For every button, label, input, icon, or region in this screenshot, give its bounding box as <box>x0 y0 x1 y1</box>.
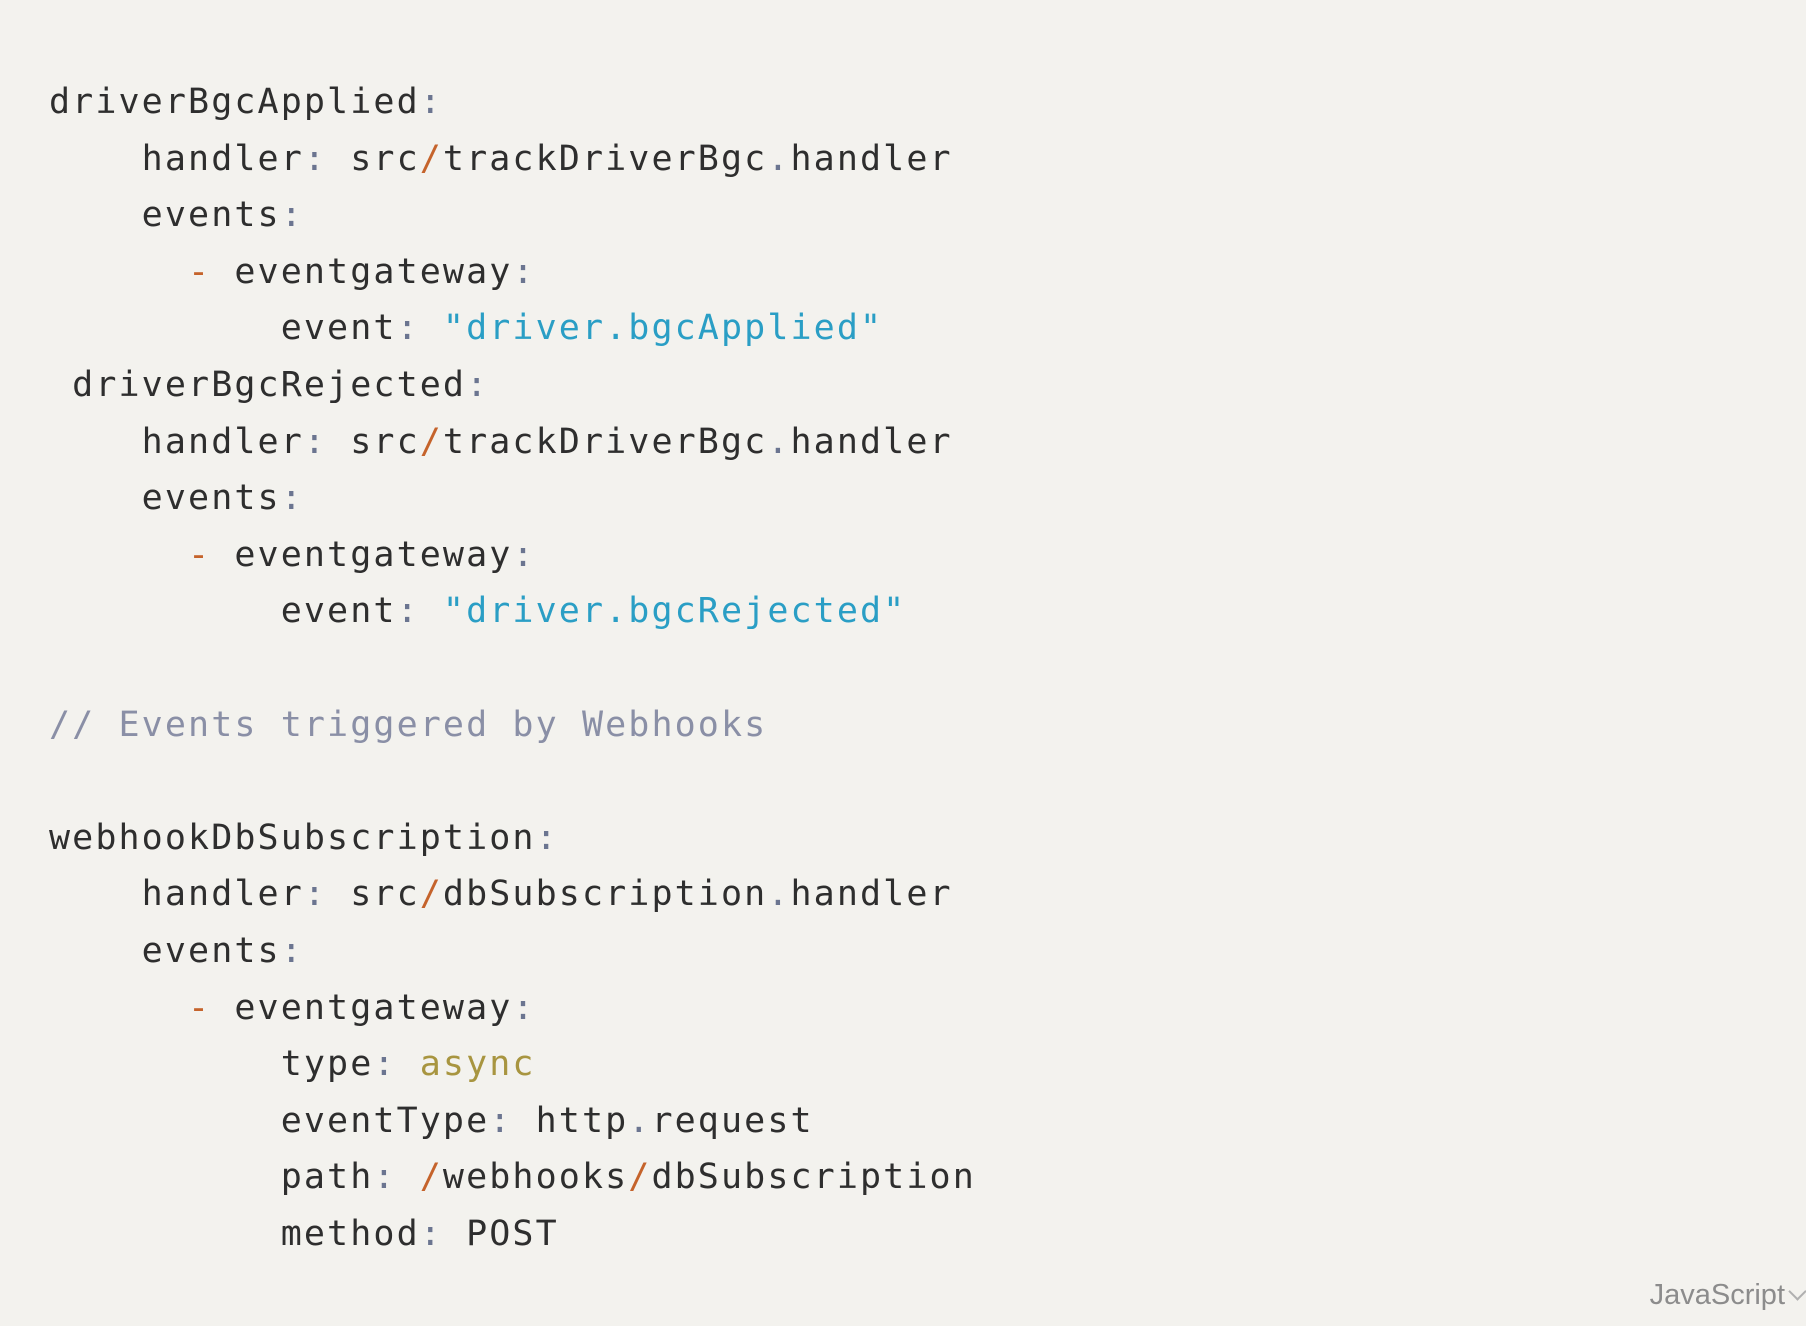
code-token <box>420 591 443 631</box>
code-token: handler <box>49 421 304 462</box>
punctuation-token: : <box>303 138 328 179</box>
code-token: path <box>49 1157 374 1198</box>
operator-token: - <box>188 251 212 292</box>
punctuation-token: . <box>767 874 791 915</box>
operator-token: / <box>419 421 443 462</box>
code-token: src <box>327 874 420 915</box>
code-line: eventType: http.request <box>49 1093 976 1150</box>
code-line: // Events triggered by Webhooks <box>49 697 976 754</box>
punctuation-token: : <box>373 1157 397 1198</box>
punctuation-token: : <box>396 591 420 632</box>
punctuation-token: : <box>419 82 443 122</box>
code-line: event: "driver.bgcRejected" <box>49 583 976 640</box>
code-line <box>49 753 976 810</box>
code-token: handler <box>790 421 953 462</box>
code-token: POST <box>442 1213 559 1254</box>
string-token: "driver.bgcRejected" <box>442 591 907 632</box>
operator-token: / <box>628 1157 652 1198</box>
code-token: handler <box>49 138 304 179</box>
punctuation-token: . <box>767 138 791 179</box>
code-line: events: <box>49 923 976 980</box>
code-token: webhooks <box>442 1157 629 1198</box>
punctuation-token: : <box>396 308 420 349</box>
code-line: events: <box>49 470 976 527</box>
code-token: events <box>49 195 281 236</box>
code-token <box>397 1044 420 1084</box>
code-token: http <box>512 1100 629 1141</box>
operator-token: / <box>419 1157 443 1198</box>
code-line: - eventgateway: <box>49 244 976 301</box>
chevron-down-icon <box>1788 1282 1806 1301</box>
code-token: eventgateway <box>211 987 513 1028</box>
code-token: trackDriverBgc <box>442 421 768 462</box>
code-line: method: POST <box>49 1206 976 1263</box>
code-token: eventgateway <box>211 534 513 575</box>
punctuation-token: : <box>512 987 536 1028</box>
code-line: path: /webhooks/dbSubscription <box>49 1149 976 1206</box>
code-line: webhookDbSubscription: <box>49 810 976 867</box>
code-token: method <box>49 1213 420 1254</box>
code-token: dbSubscription <box>442 874 768 915</box>
operator-token: / <box>419 138 443 179</box>
language-selector[interactable]: JavaScript <box>1650 1279 1806 1312</box>
code-line: - eventgateway: <box>49 980 976 1037</box>
language-label: JavaScript <box>1649 1279 1785 1311</box>
code-token <box>420 308 443 348</box>
code-content[interactable]: driverBgcApplied: handler: src/trackDriv… <box>49 74 976 1262</box>
code-token <box>49 535 188 575</box>
code-token: driverBgcRejected <box>49 364 467 405</box>
code-token: trackDriverBgc <box>442 138 768 179</box>
code-token: eventgateway <box>211 251 513 292</box>
code-token: eventType <box>49 1100 490 1141</box>
code-token: request <box>651 1100 814 1141</box>
code-line: driverBgcApplied: <box>49 74 976 131</box>
punctuation-token: : <box>303 421 328 462</box>
code-line: handler: src/trackDriverBgc.handler <box>49 131 976 188</box>
code-token: driverBgcApplied <box>49 82 420 122</box>
punctuation-token: : <box>466 364 490 405</box>
code-token: webhookDbSubscription <box>49 817 536 858</box>
keyword-token: async <box>419 1044 536 1085</box>
string-token: "driver.bgcApplied" <box>442 308 884 349</box>
comment-token: // Events triggered by Webhooks <box>49 704 768 745</box>
punctuation-token: : <box>512 251 536 292</box>
code-line: - eventgateway: <box>49 527 976 584</box>
punctuation-token: : <box>512 534 536 575</box>
code-line: handler: src/dbSubscription.handler <box>49 866 976 923</box>
code-token: event <box>49 308 397 349</box>
punctuation-token: : <box>303 874 328 915</box>
punctuation-token: : <box>419 1213 443 1254</box>
punctuation-token: : <box>280 478 304 519</box>
code-line <box>49 640 976 697</box>
code-token: src <box>327 138 420 179</box>
code-token: events <box>49 478 281 519</box>
code-token: dbSubscription <box>651 1157 976 1198</box>
code-token: event <box>49 591 397 632</box>
punctuation-token: : <box>535 817 559 858</box>
code-line: type: async <box>49 1036 976 1093</box>
code-token: src <box>327 421 420 462</box>
punctuation-token: : <box>489 1100 513 1141</box>
code-token: events <box>49 930 281 971</box>
operator-token: - <box>188 534 212 575</box>
punctuation-token: : <box>280 195 304 236</box>
code-line: event: "driver.bgcApplied" <box>49 300 976 357</box>
code-token: handler <box>790 138 953 179</box>
punctuation-token: . <box>628 1100 652 1141</box>
operator-token: / <box>419 874 443 915</box>
code-line: handler: src/trackDriverBgc.handler <box>49 414 976 471</box>
punctuation-token: : <box>373 1044 397 1085</box>
code-token: type <box>49 1044 374 1085</box>
operator-token: - <box>188 987 212 1028</box>
code-line: driverBgcRejected: <box>49 357 976 414</box>
punctuation-token: : <box>280 930 304 971</box>
code-token: handler <box>790 874 953 915</box>
punctuation-token: . <box>767 421 791 462</box>
code-token <box>397 1157 420 1197</box>
code-token <box>49 988 188 1028</box>
code-line: events: <box>49 187 976 244</box>
code-token <box>49 252 188 292</box>
code-token: handler <box>49 874 304 915</box>
